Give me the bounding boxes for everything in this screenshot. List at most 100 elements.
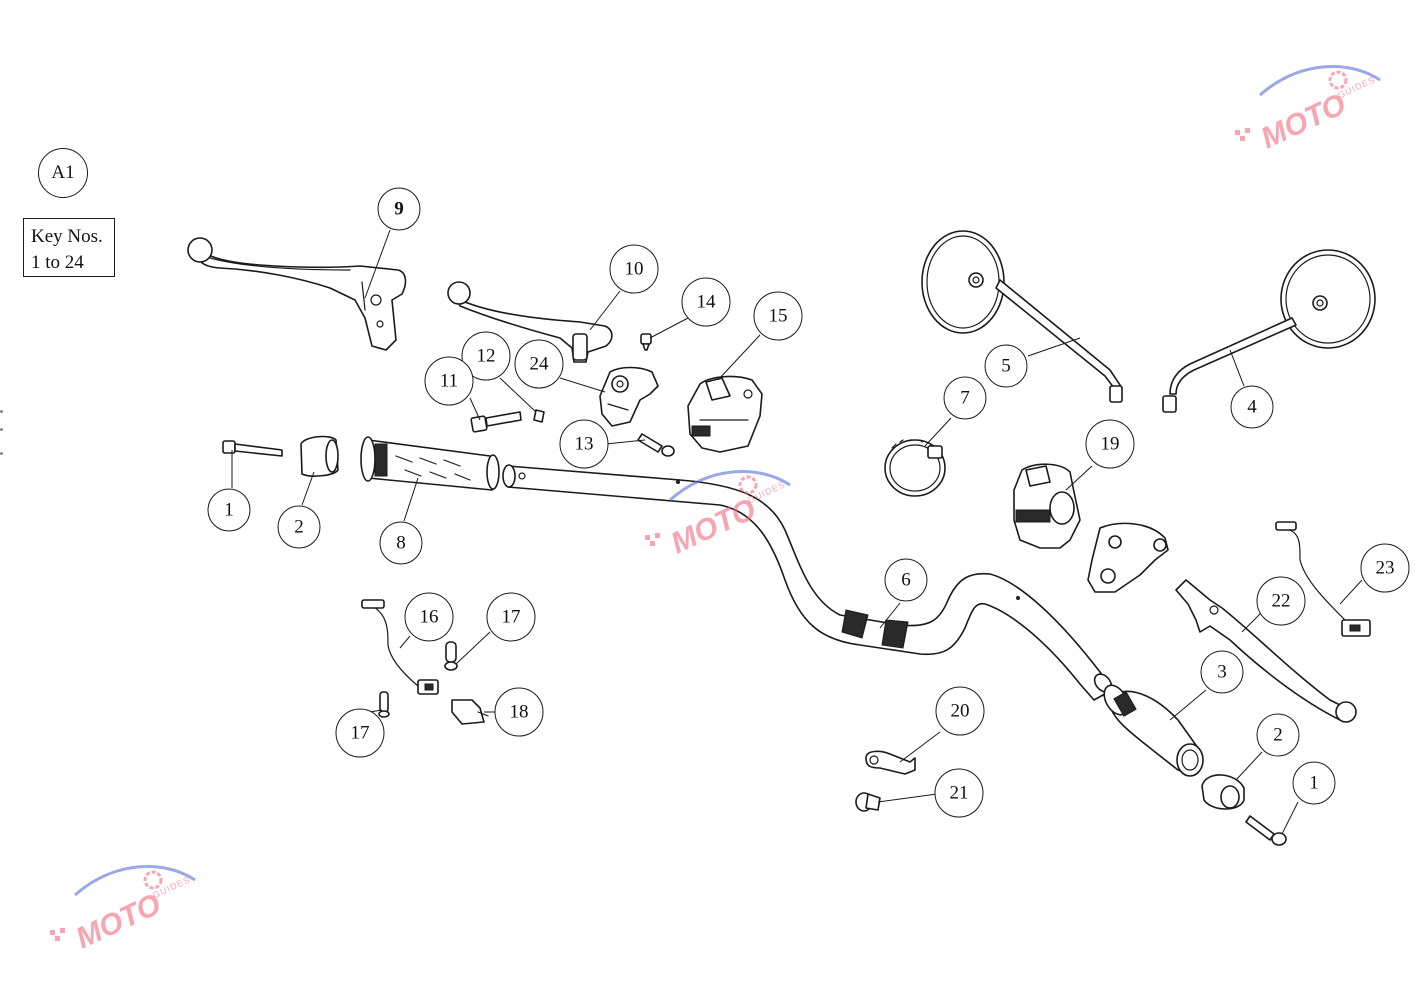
swoosh-arc [669,470,791,502]
checkered-flag-icon [1235,128,1250,141]
svg-text:16: 16 [420,607,439,628]
knurl-band-right [881,619,909,649]
swoosh-arc [74,865,196,897]
watermark-logo-center: MOTO GUIDES [645,470,791,561]
callout-22: 22 [1256,576,1306,626]
callout-6: 6 [884,558,928,602]
margin-dot [0,410,3,413]
cable-tie-clip [884,439,946,497]
callout-1-right: 1 [1292,761,1336,805]
svg-text:11: 11 [440,371,458,392]
callout-2-left: 2 [277,505,321,549]
svg-text:1: 1 [1309,773,1319,794]
gear-icon [143,870,163,890]
callout-5: 5 [984,344,1028,388]
callout-16: 16 [404,592,454,642]
watermark-word: MOTO [71,888,166,956]
svg-text:19: 19 [1101,434,1120,455]
gear-icon [738,475,758,495]
callout-1-left: 1 [207,488,251,532]
svg-text:21: 21 [950,783,969,804]
clutch-switch [361,599,439,695]
svg-text:12: 12 [477,346,496,367]
callout-14: 14 [681,277,731,327]
mirror-left [921,230,1123,403]
bolt-11 [470,411,522,433]
svg-text:5: 5 [1001,356,1011,377]
bar-end-bolt-left [222,440,283,457]
callout-19: 19 [1085,419,1135,469]
svg-text:4: 4 [1247,397,1257,418]
callout-9: 9 [377,187,421,231]
svg-text:23: 23 [1376,558,1395,579]
svg-text:22: 22 [1272,591,1291,612]
svg-text:18: 18 [510,702,529,723]
svg-text:7: 7 [960,388,970,409]
callout-2-right: 2 [1256,713,1300,757]
key-line-2: 1 to 24 [31,252,84,273]
svg-text:17: 17 [502,607,521,628]
svg-text:15: 15 [769,306,788,327]
master-cylinder-clamp [599,366,659,427]
watermark-logo-bottom-left: MOTO GUIDES [50,865,196,956]
knurl-band-left [841,609,869,639]
callout-17-lower: 17 [335,708,385,758]
callout-3: 3 [1200,650,1244,694]
svg-text:2: 2 [294,517,304,538]
bar-end-weight-left [300,435,339,477]
handlebar [502,464,1113,701]
bar-end-bolt-right [1245,815,1287,846]
callout-7: 7 [943,376,987,420]
callout-8: 8 [379,521,423,565]
bolt-13 [637,433,675,457]
callout-10: 10 [609,244,659,294]
svg-text:24: 24 [530,354,550,375]
callout-18: 18 [494,687,544,737]
bracket-20 [865,750,916,775]
svg-text:9: 9 [394,199,404,220]
brake-lever-right [1175,579,1357,723]
callout-4: 4 [1230,385,1274,429]
brake-lever-left [447,281,613,363]
callout-23: 23 [1360,543,1410,593]
callout-12: 12 [461,331,511,381]
svg-text:10: 10 [625,259,644,280]
figure-reference-text: A1 [51,162,75,183]
margin-dot [0,452,3,455]
callout-13: 13 [559,419,609,469]
callout-17-upper: 17 [486,592,536,642]
throttle-housing [1087,522,1169,593]
screw-21 [855,792,881,812]
checkered-flag-icon [50,928,65,941]
svg-text:6: 6 [901,570,911,591]
bar-end-weight-right [1201,774,1245,810]
gear-icon [1328,70,1348,90]
switch-housing-right [1013,463,1081,549]
margin-dot [0,428,3,431]
key-line-1: Key Nos. [31,226,103,247]
clutch-lever [187,237,407,351]
callout-20: 20 [935,686,985,736]
svg-text:8: 8 [396,533,406,554]
watermark-word: MOTO [1256,88,1351,156]
svg-text:17: 17 [351,723,370,744]
grip-left [360,436,500,491]
svg-text:14: 14 [697,292,717,313]
leader-lines [231,229,1363,835]
watermark-word: MOTO [666,493,761,561]
screw-14 [640,333,652,351]
swoosh-arc [1259,65,1381,97]
callout-24: 24 [514,339,564,389]
watermark-logo-top-right: MOTO GUIDES [1235,65,1381,156]
callout-21: 21 [934,768,984,818]
brake-light-switch [1275,521,1371,637]
checkered-flag-icon [645,533,660,546]
svg-text:2: 2 [1273,725,1283,746]
screw-12 [533,409,545,423]
key-numbers-box: Key Nos. 1 to 24 [23,218,115,277]
screw-17-upper [444,641,458,671]
svg-text:20: 20 [951,701,970,722]
callout-15: 15 [753,291,803,341]
grip-right [1103,684,1204,777]
figure-reference-badge: A1 [38,148,88,198]
